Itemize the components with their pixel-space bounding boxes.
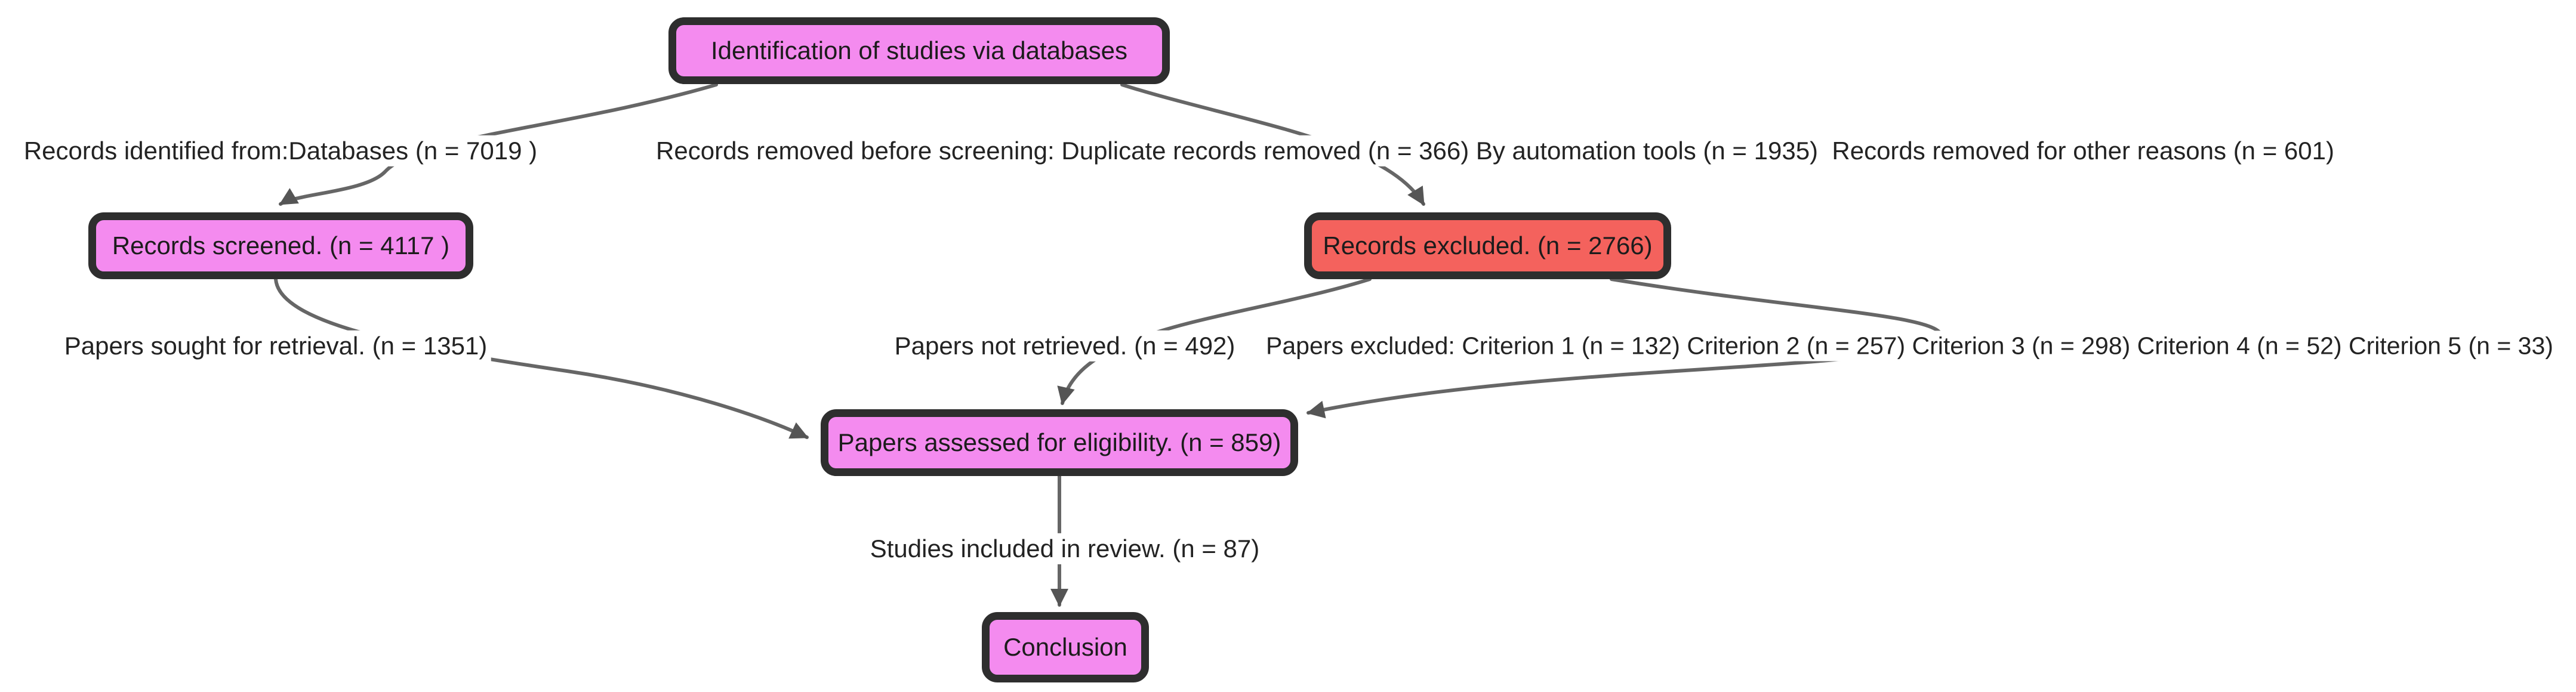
node-records-excluded: Records excluded. (n = 2766) [1304, 212, 1671, 279]
edge-screened-to-assessed [274, 277, 809, 439]
edge-label-records-removed: Records removed before screening: Duplic… [652, 135, 2338, 167]
node-papers-assessed: Papers assessed for eligibility. (n = 85… [821, 409, 1298, 476]
edge-label-records-identified: Records identified from:Databases (n = 7… [20, 135, 541, 167]
edge-excluded-to-assessed-top [1057, 277, 1372, 405]
edge-label-papers-not-retrieved: Papers not retrieved. (n = 492) [890, 330, 1239, 362]
node-records-screened: Records screened. (n = 4117 ) [88, 212, 473, 279]
edge-label-studies-included: Studies included in review. (n = 87) [866, 533, 1264, 565]
node-conclusion: Conclusion [982, 612, 1149, 682]
edge-identification-to-excluded [1120, 83, 1425, 206]
edge-label-papers-excluded-criteria: Papers excluded: Criterion 1 (n = 132) C… [1262, 330, 2557, 362]
edge-label-papers-sought: Papers sought for retrieval. (n = 1351) [60, 330, 491, 362]
node-identification: Identification of studies via databases [668, 17, 1170, 84]
